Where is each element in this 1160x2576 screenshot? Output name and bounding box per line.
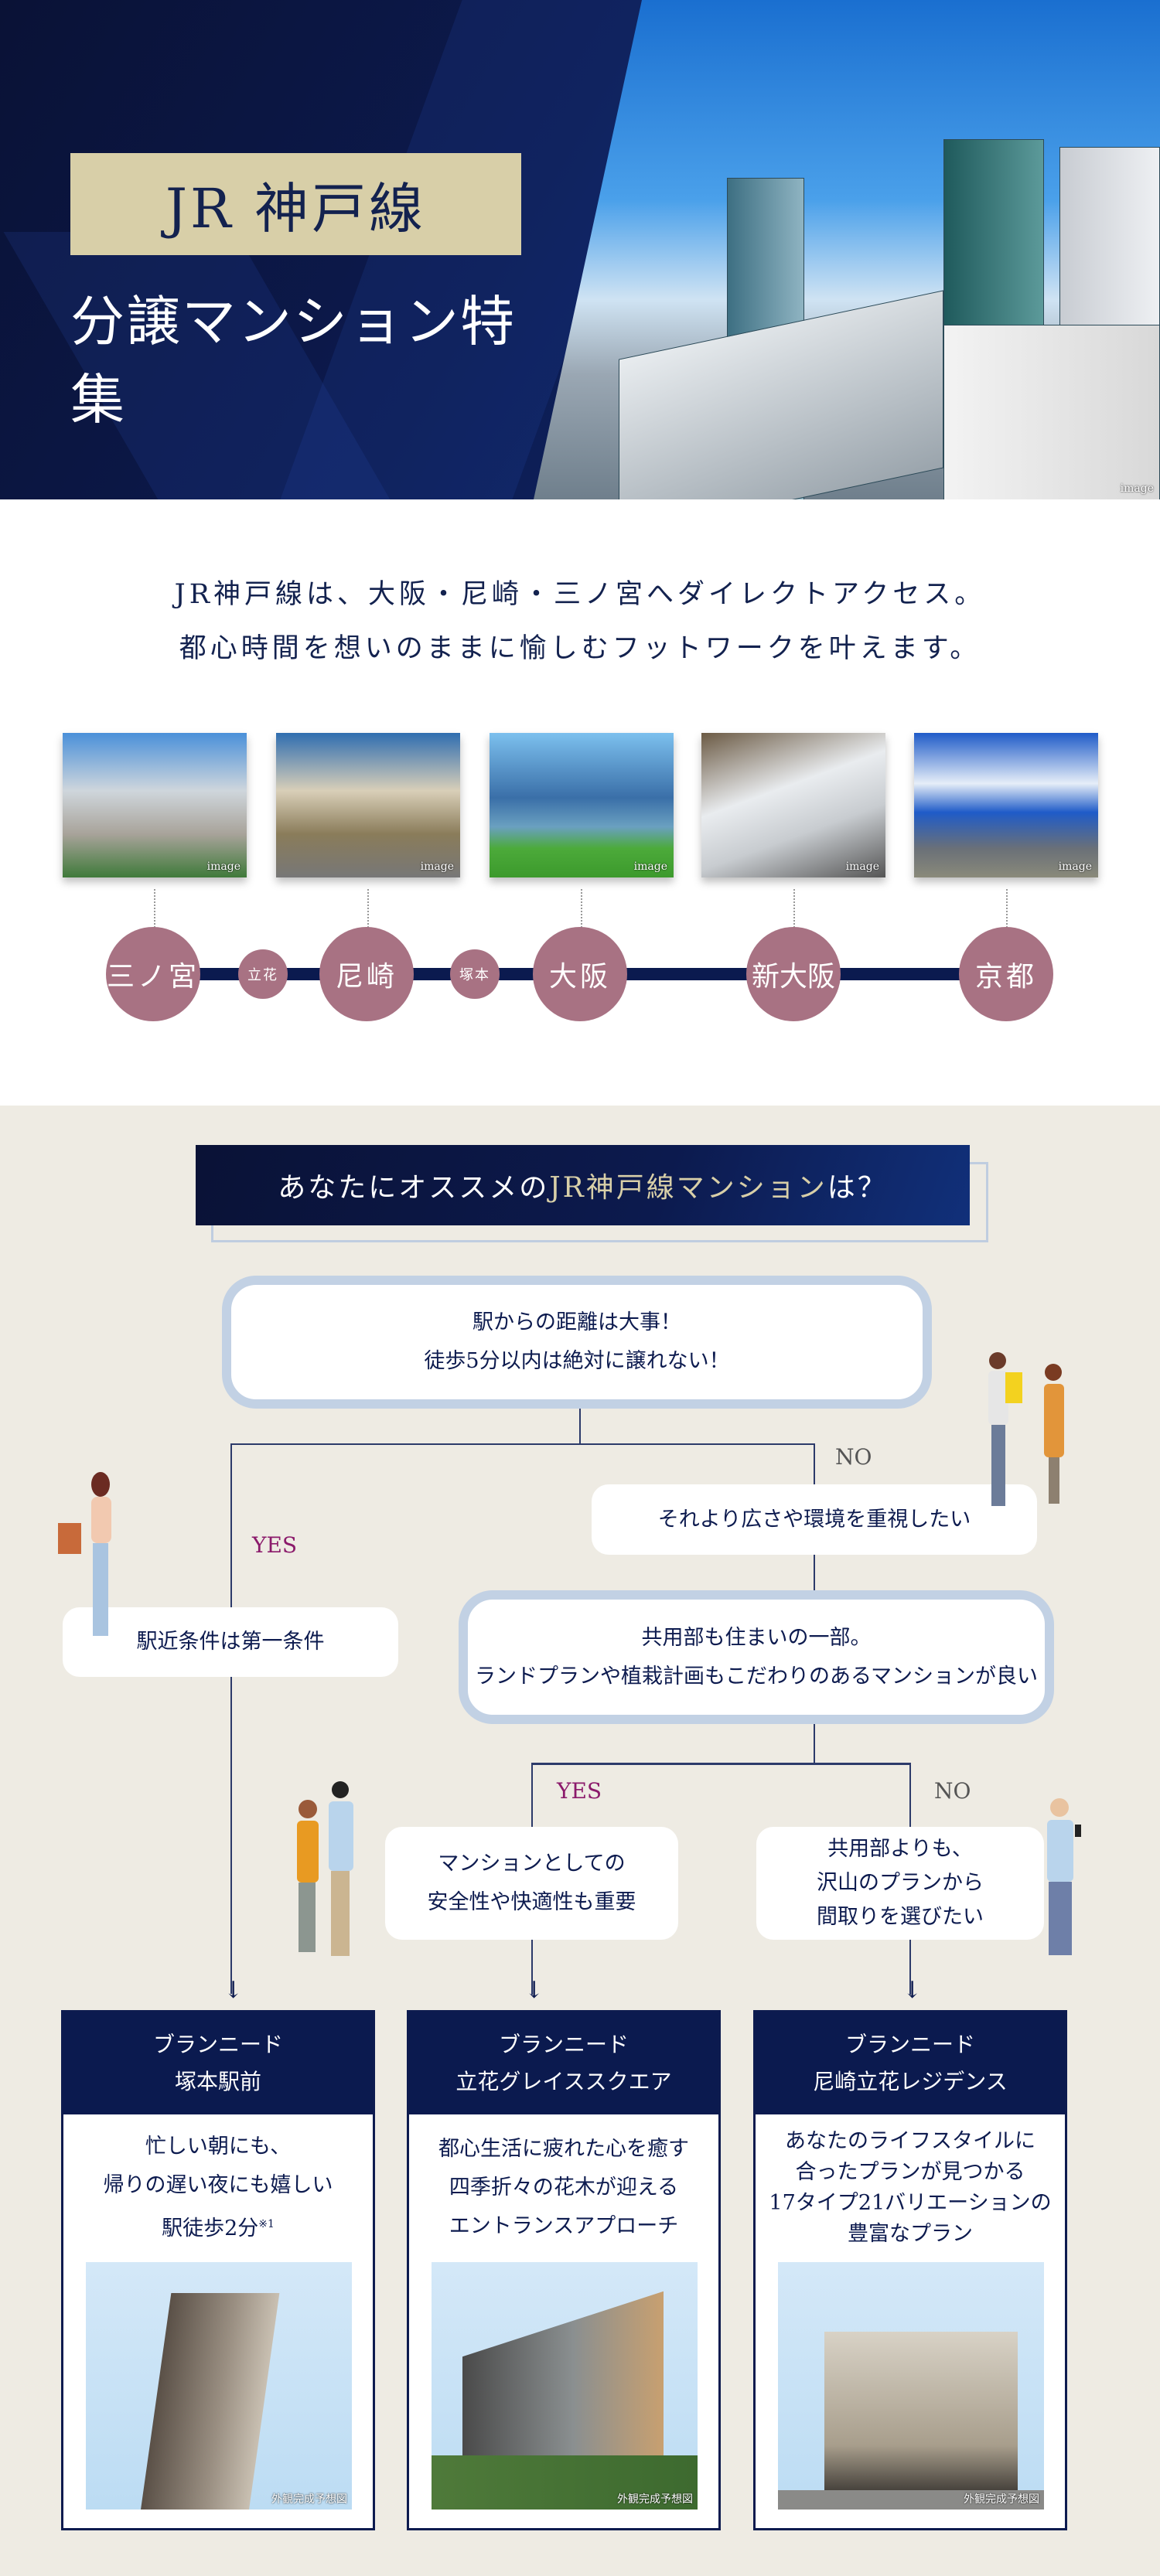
desc-line: 駅徒歩2分 <box>162 2217 259 2240</box>
flow-line <box>230 1443 815 1445</box>
card-brand: ブランニード <box>152 2032 283 2057</box>
heading-text: あなたにオススメの <box>278 1172 550 1204</box>
hero-subtitle: 分譲マンション特集 <box>70 290 516 431</box>
card-description: あなたのライフスタイルに合ったプランが見つかる 17タイプ21バリエーションの豊富… <box>756 2114 1065 2261</box>
question-text: 徒歩5分以内は絶対に譲れない！ <box>424 1349 730 1373</box>
desc-line: エントランスアプローチ <box>449 2214 679 2238</box>
card-name: 尼崎立花レジデンス <box>813 2069 1008 2094</box>
kyoto-photo: image <box>914 733 1098 877</box>
station-tsukamoto: 塚本 <box>450 949 500 999</box>
dotted-connector <box>154 889 155 937</box>
desc-line: あなたのライフスタイルに <box>785 2129 1035 2153</box>
hero-banner: image JR 神戸線 分譲マンション特集 <box>0 0 1160 499</box>
answer-text: 間取りを選びたい <box>817 1905 984 1929</box>
yes-label: YES <box>557 1778 602 1804</box>
station-amagasaki: 尼崎 <box>319 927 414 1021</box>
no-label: NO <box>835 1444 872 1470</box>
answer-space-environment[interactable]: それより広さや環境を重視したい <box>592 1484 1037 1555</box>
desc-line: 忙しい朝にも、 <box>145 2135 292 2159</box>
image-caption: 外観完成予想図 <box>271 2493 347 2506</box>
no-label: NO <box>934 1778 971 1804</box>
desc-line: 合ったプランが見つかる <box>795 2160 1025 2184</box>
arrow-down-icon: ↓ <box>902 1977 923 2004</box>
footnote-mark: ※1 <box>258 2218 275 2230</box>
arrow-down-icon: ↓ <box>223 1977 244 2004</box>
intro-line-2: 都心時間を想いのままに愉しむフットワークを叶えます。 <box>179 633 981 664</box>
heading-text: は？ <box>827 1172 888 1204</box>
dotted-connector <box>581 889 582 937</box>
card-name: 立花グレイススクエア <box>455 2069 672 2094</box>
amagasaki-photo: image <box>276 733 460 877</box>
image-label: image <box>1058 860 1092 873</box>
flow-line <box>531 1763 911 1765</box>
property-card-amagasaki-tachibana-residence[interactable]: ブランニード尼崎立花レジデンス あなたのライフスタイルに合ったプランが見つかる 1… <box>753 2010 1067 2530</box>
dotted-connector <box>1006 889 1008 937</box>
desc-line: 17タイプ21バリエーションの <box>769 2191 1052 2215</box>
answer-text: マンションとしての <box>438 1852 626 1876</box>
question-text: ランドプランや植栽計画もこだわりのあるマンションが良い <box>475 1664 1038 1688</box>
card-name: 塚本駅前 <box>174 2069 261 2094</box>
image-label: image <box>420 860 454 873</box>
woman-shopping-illustration <box>58 1472 111 1636</box>
osaka-station-photo: image <box>534 0 1160 499</box>
station-kyoto: 京都 <box>959 927 1053 1021</box>
family-illustration <box>988 1352 1064 1506</box>
heading-highlight: JR神戸線マンション <box>549 1172 827 1204</box>
image-label: image <box>1120 482 1154 495</box>
shinosaka-photo: image <box>701 733 885 877</box>
answer-text: 沢山のプランから <box>817 1871 984 1895</box>
businessman-phone-illustration <box>1047 1798 1081 1955</box>
osaka-photo: image <box>490 733 674 877</box>
intro-line-1: JR神戸線は、大阪・尼崎・三ノ宮へダイレクトアクセス。 <box>174 579 986 610</box>
property-card-tachibana-grace-square[interactable]: ブランニード立花グレイススクエア 都心生活に疲れた心を癒す四季折々の花木が迎える… <box>407 2010 721 2530</box>
building-rendering: 外観完成予想図 <box>432 2262 698 2510</box>
building-rendering: 外観完成予想図 <box>86 2262 352 2510</box>
yes-label: YES <box>252 1532 298 1558</box>
hero-title: JR 神戸線 <box>70 153 521 255</box>
card-header: ブランニード塚本駅前 <box>63 2012 373 2114</box>
card-brand: ブランニード <box>498 2032 629 2057</box>
answer-many-plans[interactable]: 共用部よりも、 沢山のプランから 間取りを選びたい <box>756 1827 1044 1940</box>
dotted-connector <box>367 889 369 937</box>
station-shin-osaka: 新大阪 <box>746 927 841 1021</box>
image-label: image <box>633 860 667 873</box>
card-brand: ブランニード <box>844 2032 975 2057</box>
image-label: image <box>206 860 241 873</box>
card-description: 忙しい朝にも、帰りの遅い夜にも嬉しい駅徒歩2分※1 <box>63 2114 373 2261</box>
card-description: 都心生活に疲れた心を癒す四季折々の花木が迎えるエントランスアプローチ <box>409 2114 718 2261</box>
desc-line: 四季折々の花木が迎える <box>449 2176 679 2199</box>
flow-line <box>579 1409 581 1444</box>
dotted-connector <box>793 889 795 937</box>
question-text: 駅からの距離は大事！ <box>473 1310 681 1334</box>
card-header: ブランニード尼崎立花レジデンス <box>756 2012 1065 2114</box>
flow-line <box>230 1443 232 1994</box>
answer-station-first[interactable]: 駅近条件は第一条件 <box>63 1607 398 1677</box>
couple-with-child-illustration <box>297 1781 353 1956</box>
desc-line: 帰りの遅い夜にも嬉しい <box>103 2173 333 2197</box>
station-osaka: 大阪 <box>533 927 627 1021</box>
image-caption: 外観完成予想図 <box>617 2493 693 2506</box>
arrow-down-icon: ↓ <box>524 1977 544 2004</box>
station-tachibana: 立花 <box>238 949 288 999</box>
answer-text: 安全性や快適性も重要 <box>427 1890 636 1914</box>
building-rendering: 外観完成予想図 <box>778 2262 1044 2510</box>
flow-line <box>814 1724 815 1763</box>
property-card-tsukamoto[interactable]: ブランニード塚本駅前 忙しい朝にも、帰りの遅い夜にも嬉しい駅徒歩2分※1 外観完… <box>61 2010 375 2530</box>
question-text: 共用部も住まいの一部。 <box>641 1625 872 1650</box>
answer-text: 共用部よりも、 <box>827 1837 973 1861</box>
image-label: image <box>845 860 879 873</box>
answer-safety-comfort[interactable]: マンションとしての 安全性や快適性も重要 <box>385 1827 678 1940</box>
image-caption: 外観完成予想図 <box>964 2493 1039 2506</box>
card-header: ブランニード立花グレイススクエア <box>409 2012 718 2114</box>
question-1: 駅からの距離は大事！ 徒歩5分以内は絶対に譲れない！ <box>222 1276 932 1409</box>
desc-line: 豊富なプラン <box>848 2222 973 2246</box>
station-sannomiya: 三ノ宮 <box>106 927 200 1021</box>
desc-line: 都心生活に疲れた心を癒す <box>438 2137 689 2161</box>
sannomiya-photo: image <box>63 733 247 877</box>
question-2: 共用部も住まいの一部。 ランドプランや植栽計画もこだわりのあるマンションが良い <box>459 1590 1054 1724</box>
